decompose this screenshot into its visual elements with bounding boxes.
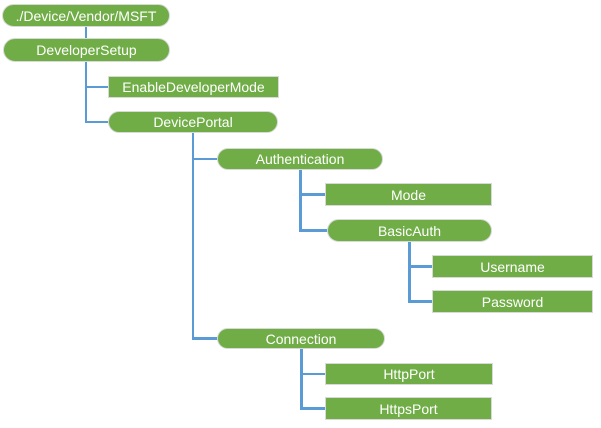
tree-node-enable-developer-mode: EnableDeveloperMode [108, 76, 279, 98]
connector-line [408, 242, 411, 302]
connector-line [84, 120, 109, 124]
tree-node-password: Password [432, 290, 593, 313]
tree-node-root: ./Device/Vendor/MSFT [2, 4, 170, 27]
tree-node-connection: Connection [217, 328, 385, 349]
tree-node-basic-auth: BasicAuth [327, 219, 492, 242]
connector-line [408, 265, 434, 268]
connector-line [408, 300, 434, 303]
connector-line [84, 85, 109, 89]
tree-node-http-port: HttpPort [325, 363, 493, 385]
tree-node-developer-setup: DeveloperSetup [3, 38, 170, 62]
tree-node-username: Username [432, 255, 593, 278]
connector-line [299, 170, 302, 231]
tree-node-mode: Mode [325, 183, 492, 206]
connector-line [299, 229, 329, 232]
connector-line [300, 372, 326, 376]
tree-node-authentication: Authentication [217, 148, 383, 170]
connector-line [191, 157, 218, 161]
connector-line [191, 133, 195, 339]
connector-line [191, 337, 218, 340]
connector-line [299, 193, 327, 196]
tree-node-device-portal: DevicePortal [108, 111, 278, 133]
tree-node-https-port: HttpsPort [325, 397, 492, 420]
connector-line [300, 407, 326, 410]
connector-line [84, 27, 87, 39]
connector-line [84, 62, 87, 123]
connector-line [300, 349, 303, 409]
